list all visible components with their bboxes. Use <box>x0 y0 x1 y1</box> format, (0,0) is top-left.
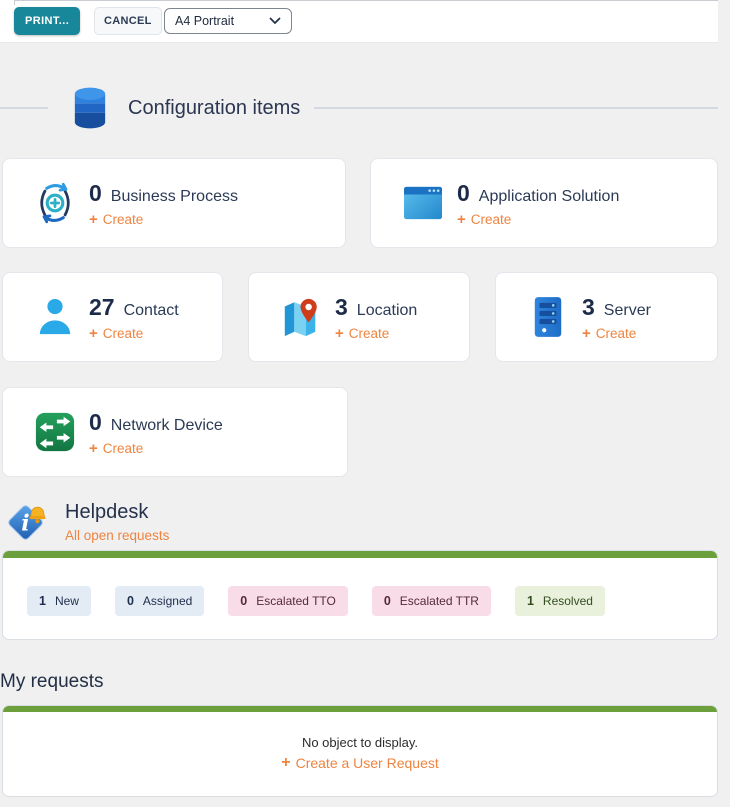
chevron-down-icon <box>269 17 281 25</box>
page-format-select[interactable]: A4 Portrait <box>164 8 292 34</box>
print-button[interactable]: PRINT... <box>14 7 81 35</box>
create-user-request-link[interactable]: + Create a User Request <box>281 754 439 772</box>
section-title: Configuration items <box>128 96 301 119</box>
create-label: Create <box>102 440 144 456</box>
cancel-button[interactable]: CANCEL <box>94 7 162 35</box>
database-icon <box>72 86 108 130</box>
panel-green-bar <box>3 706 717 712</box>
object-class-label: Contact <box>123 301 179 319</box>
object-class-label: Server <box>603 301 651 319</box>
network-switch-icon <box>32 409 78 455</box>
create-application-solution-link[interactable]: + Create <box>457 212 619 227</box>
create-business-process-link[interactable]: + Create <box>89 212 238 227</box>
summary-card-application-solution[interactable]: 0 Application Solution + Create <box>370 158 718 248</box>
badge-count: 1 <box>526 594 534 608</box>
object-class-label: Network Device <box>110 416 223 434</box>
create-label: Create <box>470 211 512 227</box>
request-status-badges: 1 New 0 Assigned 0 Escalated TTO 0 Escal… <box>27 586 717 616</box>
object-count: 0 <box>457 179 470 206</box>
plus-icon: + <box>89 324 98 342</box>
badge-label: Escalated TTO <box>256 594 336 608</box>
object-class-label: Application Solution <box>478 187 620 205</box>
create-label: Create <box>348 325 390 341</box>
my-requests-panel: No object to display. + Create a User Re… <box>2 705 718 797</box>
business-process-icon <box>32 180 78 226</box>
configuration-items-header: Configuration items <box>0 84 718 132</box>
badge-resolved[interactable]: 1 Resolved <box>514 586 605 616</box>
plus-icon: + <box>582 324 591 342</box>
summary-card-contact[interactable]: 27 Contact + Create <box>2 272 223 362</box>
header-divider-right <box>314 107 718 109</box>
panel-green-bar <box>3 551 717 558</box>
create-label: Create <box>595 325 637 341</box>
object-count: 27 <box>89 293 115 320</box>
object-class-label: Location <box>356 301 418 319</box>
plus-icon: + <box>335 324 344 342</box>
person-icon <box>32 294 78 340</box>
helpdesk-info-bell-icon: i <box>2 499 50 547</box>
badge-escalated-tto[interactable]: 0 Escalated TTO <box>228 586 348 616</box>
badge-new[interactable]: 1 New <box>27 586 91 616</box>
create-network-device-link[interactable]: + Create <box>89 441 223 456</box>
create-label: Create a User Request <box>295 755 439 771</box>
object-count: 0 <box>89 179 102 206</box>
empty-list-message: No object to display. <box>301 735 419 750</box>
svg-text:i: i <box>21 511 29 537</box>
server-icon <box>525 294 571 340</box>
badge-escalated-ttr[interactable]: 0 Escalated TTR <box>371 586 491 616</box>
create-label: Create <box>102 325 144 341</box>
helpdesk-header: i Helpdesk All open requests <box>2 499 169 547</box>
toolbar-corner-tick <box>14 0 15 5</box>
object-class-label: Business Process <box>110 187 238 205</box>
summary-card-business-process[interactable]: 0 Business Process + Create <box>2 158 346 248</box>
badge-count: 0 <box>383 594 391 608</box>
plus-icon: + <box>89 210 98 228</box>
create-contact-link[interactable]: + Create <box>89 326 179 341</box>
badge-label: Assigned <box>142 594 193 608</box>
badge-label: Resolved <box>542 594 593 608</box>
object-count: 3 <box>582 293 595 320</box>
summary-card-location[interactable]: 3 Location + Create <box>248 272 470 362</box>
map-pin-icon <box>278 294 324 340</box>
print-preview-toolbar: PRINT... CANCEL A4 Portrait <box>0 0 718 43</box>
object-count: 3 <box>335 293 348 320</box>
my-requests-title: My requests <box>0 671 104 692</box>
helpdesk-title: Helpdesk <box>65 501 149 523</box>
create-label: Create <box>102 211 144 227</box>
helpdesk-panel: 1 New 0 Assigned 0 Escalated TTO 0 Escal… <box>2 550 718 640</box>
all-open-requests-link[interactable]: All open requests <box>65 528 170 543</box>
create-location-link[interactable]: + Create <box>335 326 417 341</box>
plus-icon: + <box>281 754 291 771</box>
badge-count: 1 <box>39 594 46 608</box>
plus-icon: + <box>89 439 98 457</box>
badge-label: Escalated TTR <box>399 594 479 608</box>
page-format-value: A4 Portrait <box>175 14 235 28</box>
summary-card-network-device[interactable]: 0 Network Device + Create <box>2 387 348 477</box>
badge-assigned[interactable]: 0 Assigned <box>114 586 205 616</box>
badge-label: New <box>54 594 79 608</box>
plus-icon: + <box>457 210 466 228</box>
summary-card-server[interactable]: 3 Server + Create <box>495 272 718 362</box>
badge-count: 0 <box>126 594 134 608</box>
toolbar-top-border <box>14 0 718 1</box>
badge-count: 0 <box>240 594 248 608</box>
application-window-icon <box>400 180 446 226</box>
object-count: 0 <box>89 408 102 435</box>
header-divider-left <box>0 107 48 109</box>
create-server-link[interactable]: + Create <box>582 326 651 341</box>
